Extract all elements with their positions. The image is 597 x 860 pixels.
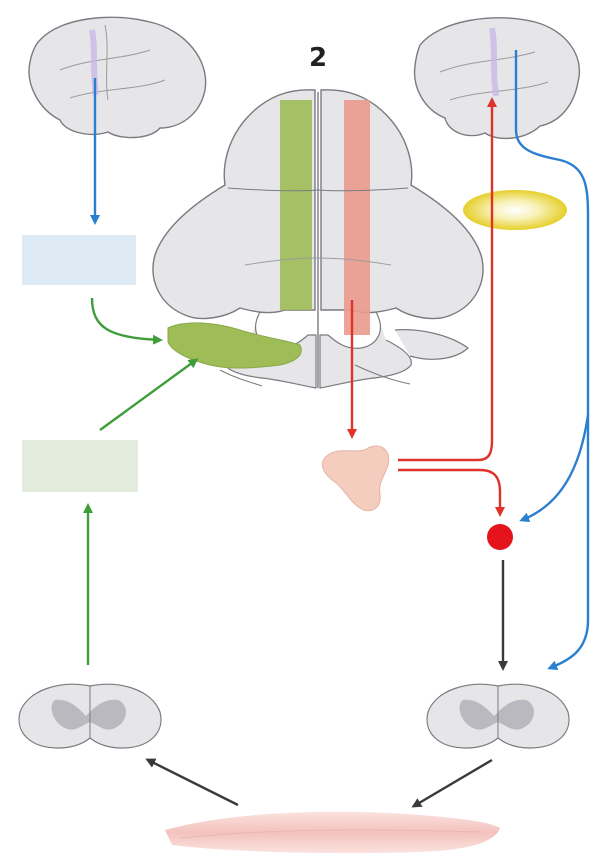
relay-box-blue <box>22 235 136 285</box>
arrow-greenbox-to-nucleus <box>100 360 196 430</box>
cerebellum-red-strip <box>344 100 370 335</box>
red-nucleus-shape <box>322 446 388 511</box>
arrow-nucleus-to-dot <box>398 470 500 514</box>
yellow-nucleus <box>463 190 567 230</box>
arrow-relay-to-nucleus <box>92 298 160 340</box>
left-cerebrum <box>29 17 206 137</box>
relay-box-green <box>22 440 138 492</box>
green-nucleus <box>168 323 301 368</box>
arrow-spinal-to-muscle <box>414 760 492 806</box>
arrow-muscle-to-spinal <box>148 760 238 805</box>
cerebellum-green-strip <box>280 100 312 310</box>
red-dot-nucleus <box>487 524 513 550</box>
right-spinal-cord <box>427 684 569 748</box>
arrow-cortex-to-dot <box>522 415 588 520</box>
left-spinal-cord <box>19 684 161 748</box>
muscle-shape <box>165 812 500 853</box>
panel-number: 2 <box>309 43 327 73</box>
right-cerebrum <box>415 18 580 139</box>
arrow-cortex-to-spinal <box>516 50 588 668</box>
